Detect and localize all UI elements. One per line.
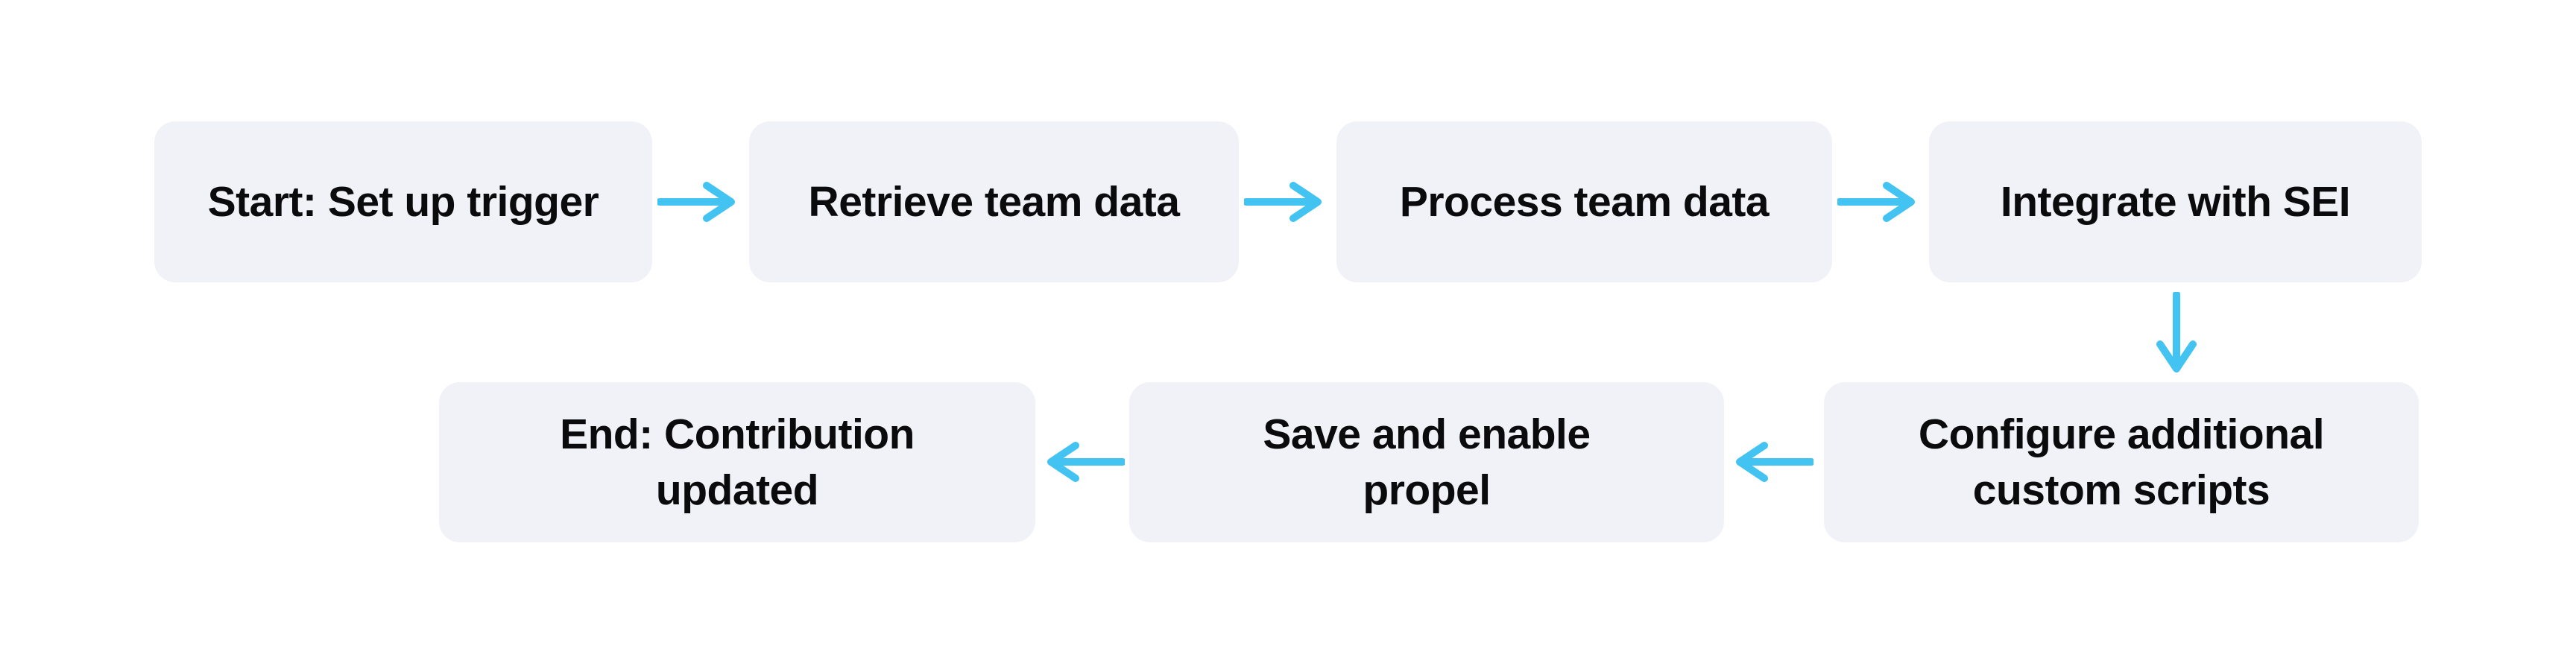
node-save-and-enable-propel-label: Save and enable propel	[1263, 410, 1591, 514]
node-save-and-enable-propel: Save and enable propel	[1129, 382, 1724, 542]
arrow-right-icon-start-to-retrieve	[657, 182, 735, 222]
node-retrieve-team-data-label: Retrieve team data	[808, 177, 1180, 226]
arrow-left-icon-configure-to-save	[1736, 442, 1813, 482]
node-end-label: End: Contribution updated	[560, 410, 915, 514]
node-end: End: Contribution updated	[439, 382, 1035, 542]
arrow-left-icon-save-to-end	[1047, 442, 1125, 482]
node-process-team-data-label: Process team data	[1399, 177, 1770, 226]
node-configure-custom-scripts: Configure additional custom scripts	[1824, 382, 2419, 542]
arrow-right-icon-process-to-integrate	[1837, 182, 1915, 222]
node-configure-custom-scripts-label: Configure additional custom scripts	[1918, 410, 2325, 514]
node-process-team-data: Process team data	[1336, 121, 1832, 282]
arrow-down-icon-integrate-to-configure	[2156, 292, 2197, 372]
arrow-right-icon-retrieve-to-process	[1244, 182, 1322, 222]
node-start-label: Start: Set up trigger	[207, 177, 599, 226]
node-start: Start: Set up trigger	[154, 121, 652, 282]
node-integrate-with-sei-label: Integrate with SEI	[2000, 177, 2351, 226]
node-integrate-with-sei: Integrate with SEI	[1929, 121, 2422, 282]
node-retrieve-team-data: Retrieve team data	[749, 121, 1239, 282]
